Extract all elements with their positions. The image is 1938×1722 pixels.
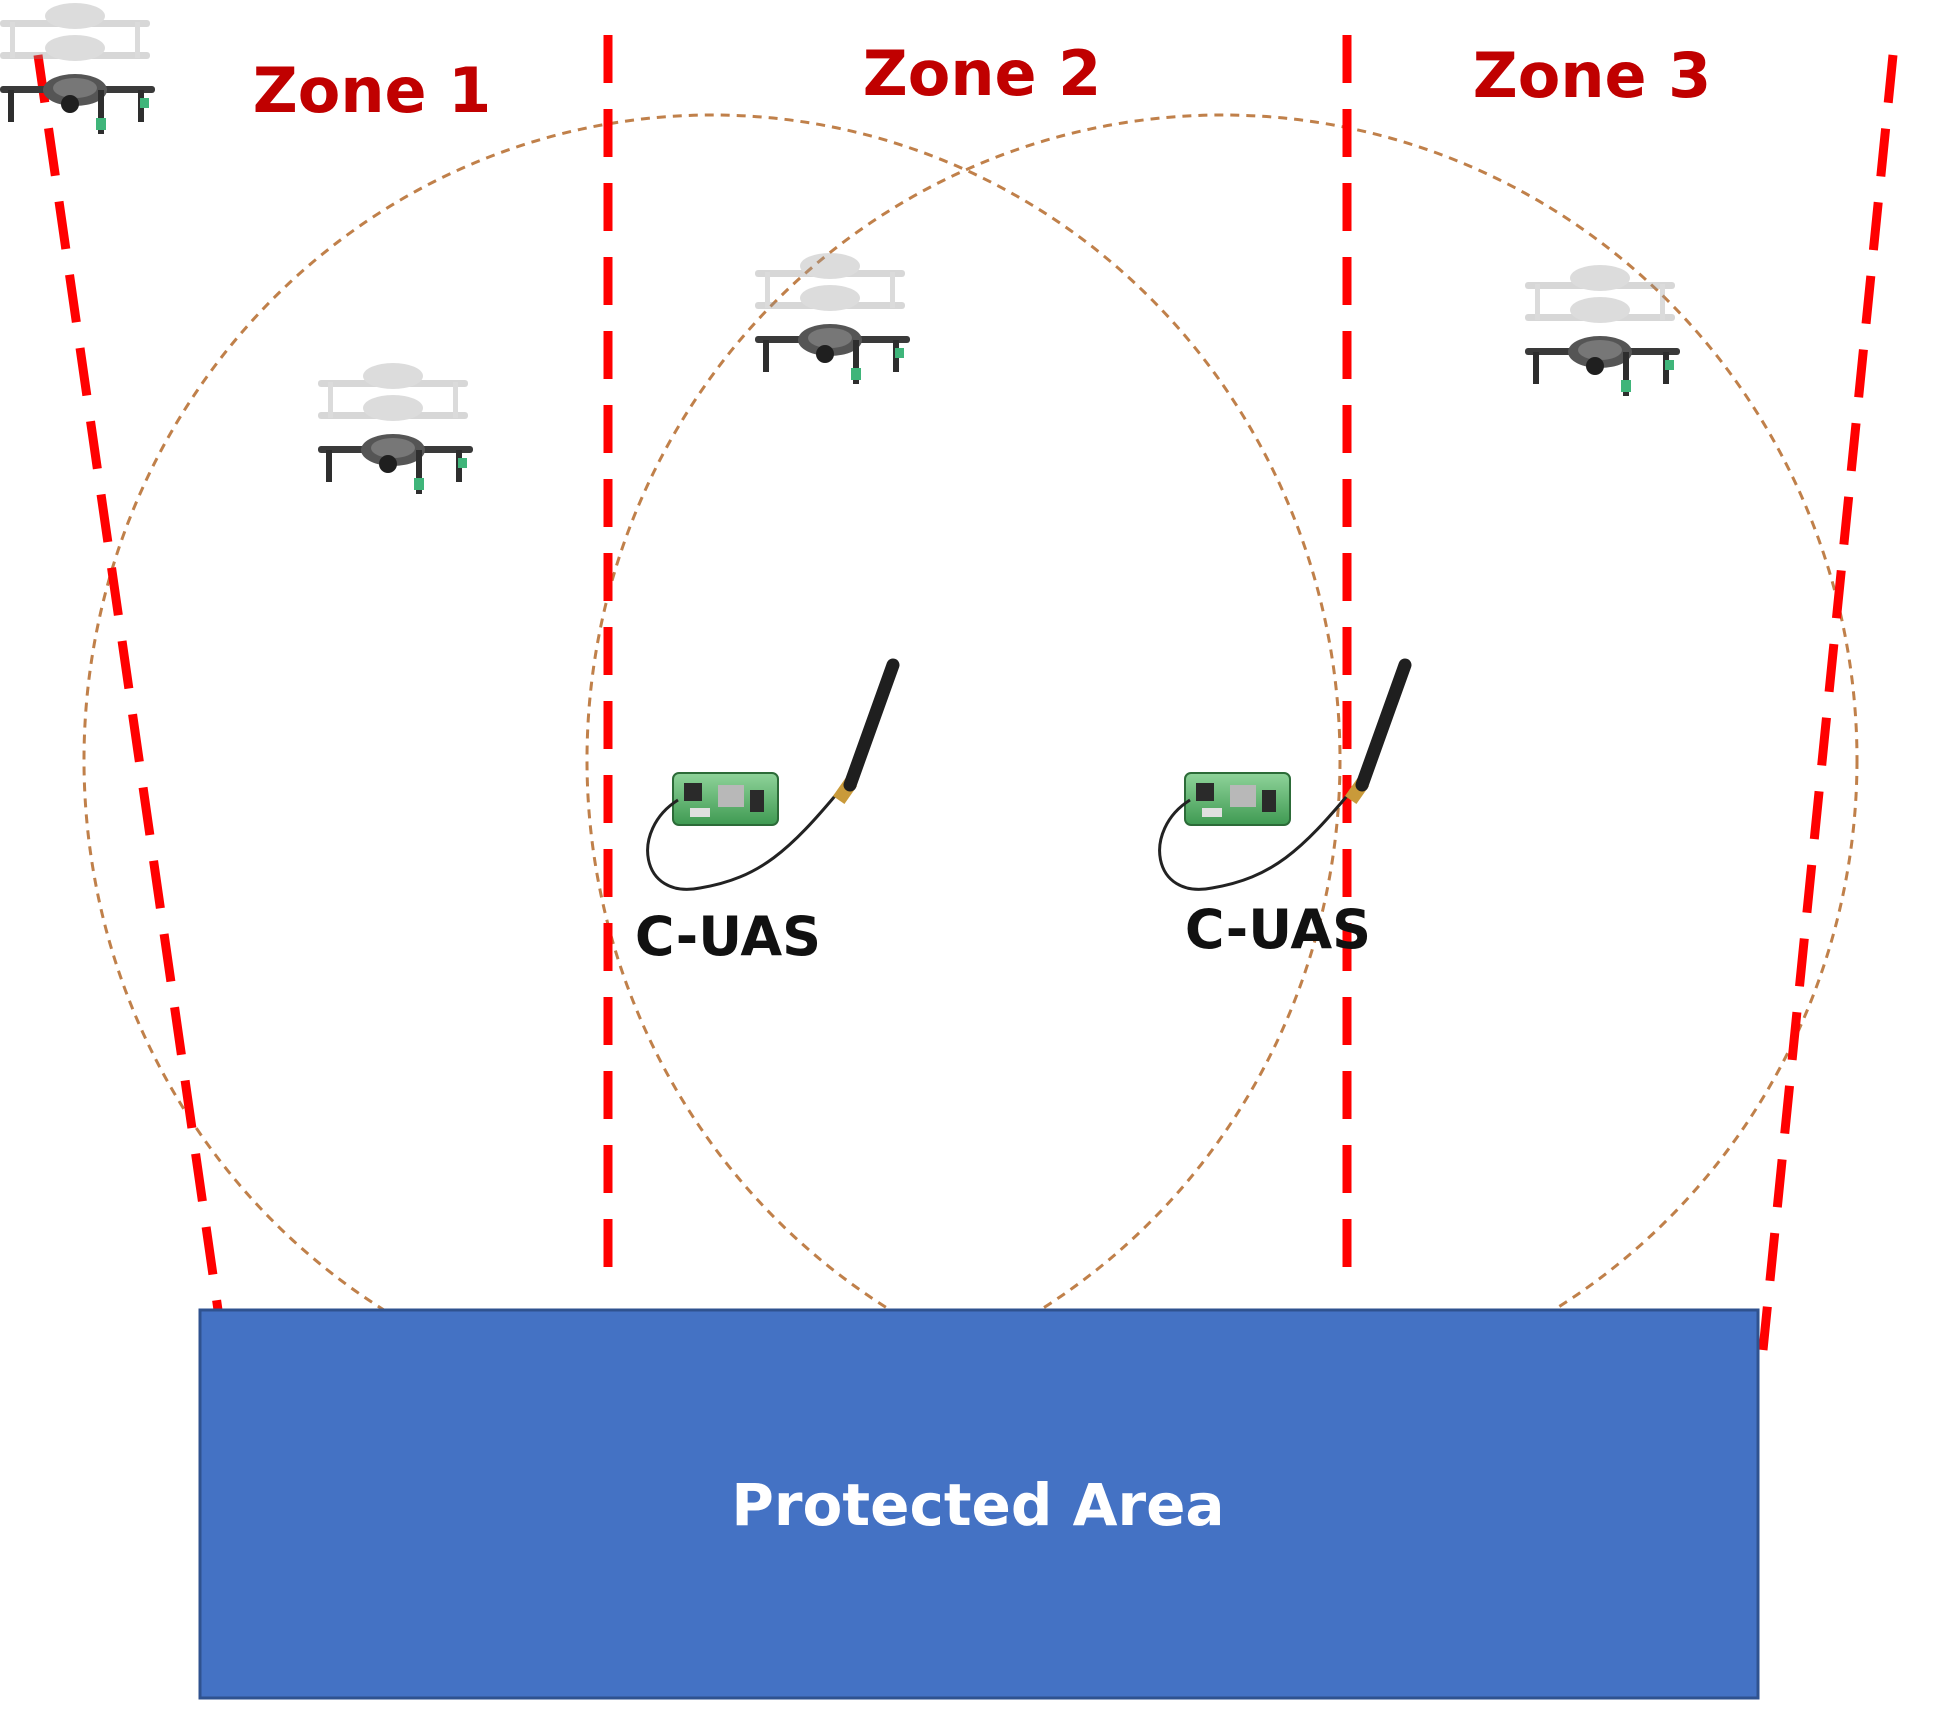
- drone-stack-icon: [0, 3, 155, 134]
- zone-1-label: Zone 1: [253, 54, 491, 127]
- drone-stack-zone2: [755, 253, 910, 384]
- coverage-circle-left: [82, 113, 1342, 1407]
- drone-stack-zone1: [318, 363, 473, 494]
- zone-boundary-left-outer: [33, 54, 223, 1311]
- coverage-circle-right: [585, 113, 1859, 1407]
- zone-boundaries: [33, 35, 1898, 1351]
- sensor-2-label: C-UAS: [1185, 898, 1371, 961]
- zone-boundary-right-outer: [1758, 54, 1898, 1351]
- zone-3-label: Zone 3: [1473, 39, 1711, 112]
- sensor-1-label: C-UAS: [635, 905, 821, 968]
- protected-area: [198, 1308, 1760, 1700]
- drone-stack-zone3: [1525, 265, 1680, 396]
- zone-2-label: Zone 2: [863, 37, 1101, 110]
- sensor-board-antenna-icon: [646, 658, 900, 891]
- protected-area-label: Protected Area: [731, 1471, 1224, 1539]
- sensor-board-antenna-icon: [1158, 658, 1412, 891]
